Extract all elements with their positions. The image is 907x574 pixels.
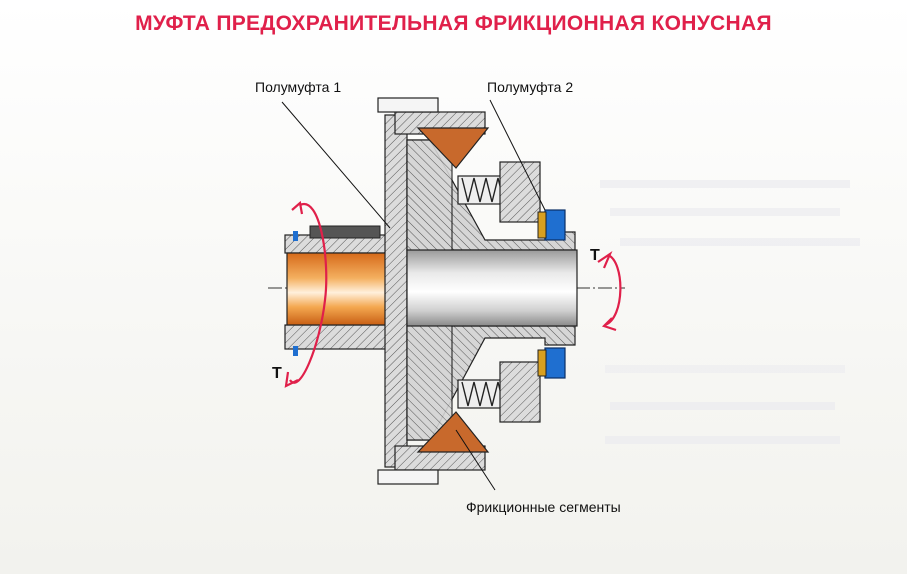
label-friction-segments: Фрикционные сегменты [466,499,621,515]
flange-disc [384,114,408,468]
label-half-coupling-1: Полумуфта 1 [255,79,341,95]
shaft [406,249,578,327]
adjusting-nuts [537,209,566,379]
leader-half-coupling-2 [489,99,546,211]
bolt-head-bottom [377,469,439,485]
friction-segment-bottom [416,411,490,453]
torque-arrow-right [597,251,622,332]
diagram-title: МУФТА ПРЕДОХРАНИТЕЛЬНАЯ ФРИКЦИОННАЯ КОНУ… [135,12,772,35]
friction-segments [416,127,490,453]
nut-bottom [544,347,566,379]
springs [457,161,541,423]
leader-friction-segments [455,429,496,491]
label-torque-left: Т [272,365,282,382]
bolt-head-top [377,97,439,113]
faint-background-marks [600,180,860,444]
friction-segment-top [416,127,490,169]
torque-arrow-left [284,200,328,388]
nut-top [544,209,566,241]
label-half-coupling-2: Полумуфта 2 [487,79,573,95]
label-torque-right: Т [590,247,600,264]
half-coupling-2 [406,139,578,441]
leader-half-coupling-1 [281,101,391,229]
